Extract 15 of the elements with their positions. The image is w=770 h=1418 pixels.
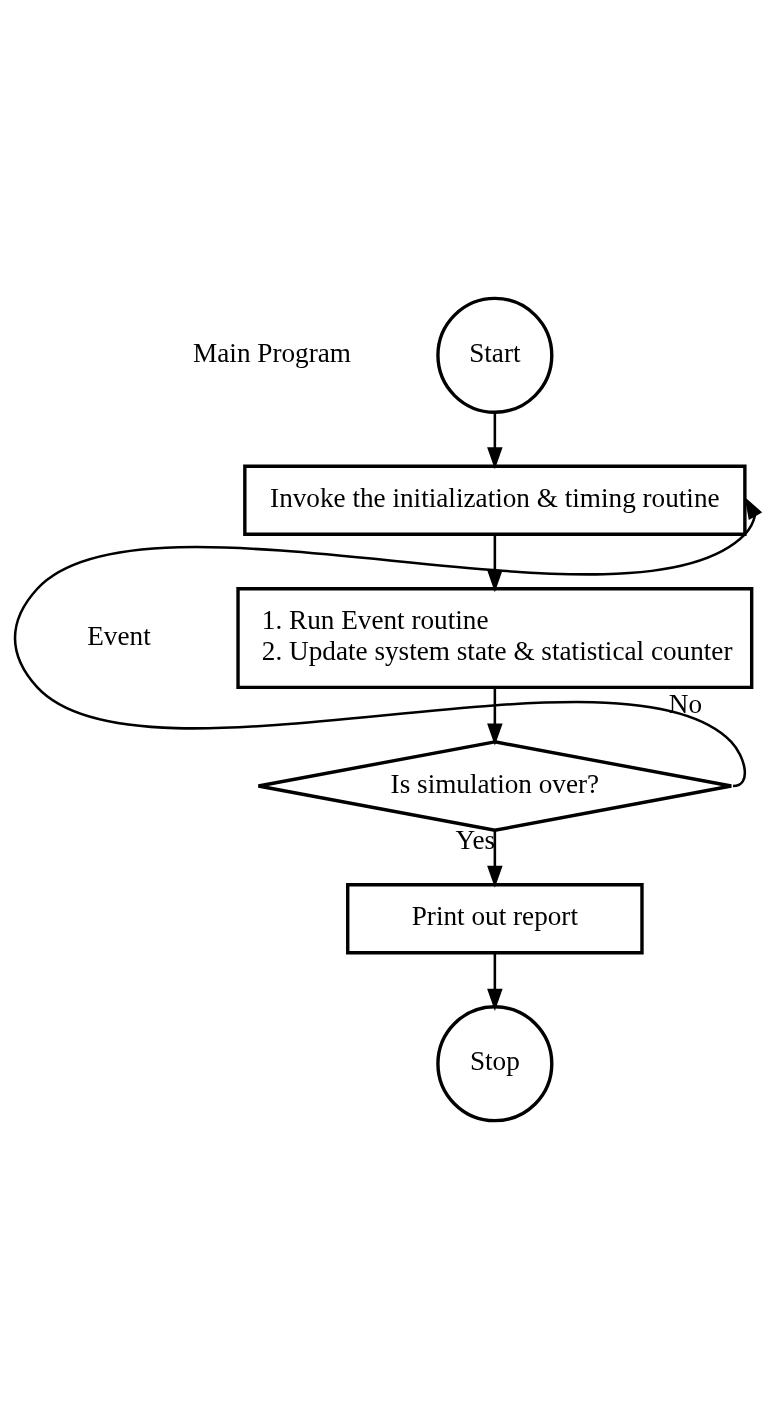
node-box: 1. Run Event routine 2. Update system state & statistical counter — [236, 586, 754, 689]
node-diamond: Is simulation over? — [256, 739, 733, 832]
arrow — [487, 952, 503, 1011]
node-box: Print out report — [346, 882, 644, 954]
arrow — [13, 496, 762, 787]
edge-label: No — [668, 688, 703, 719]
arrow — [487, 411, 503, 469]
node-box: Invoke the initialization & timing routine — [243, 464, 747, 536]
arrow — [487, 830, 503, 888]
arrow — [487, 534, 503, 592]
node-circle: Stop — [436, 1004, 554, 1122]
node-circle: Start — [436, 296, 554, 414]
label: Event — [87, 620, 151, 651]
label: Main Program — [193, 337, 351, 368]
arrow — [487, 687, 503, 746]
